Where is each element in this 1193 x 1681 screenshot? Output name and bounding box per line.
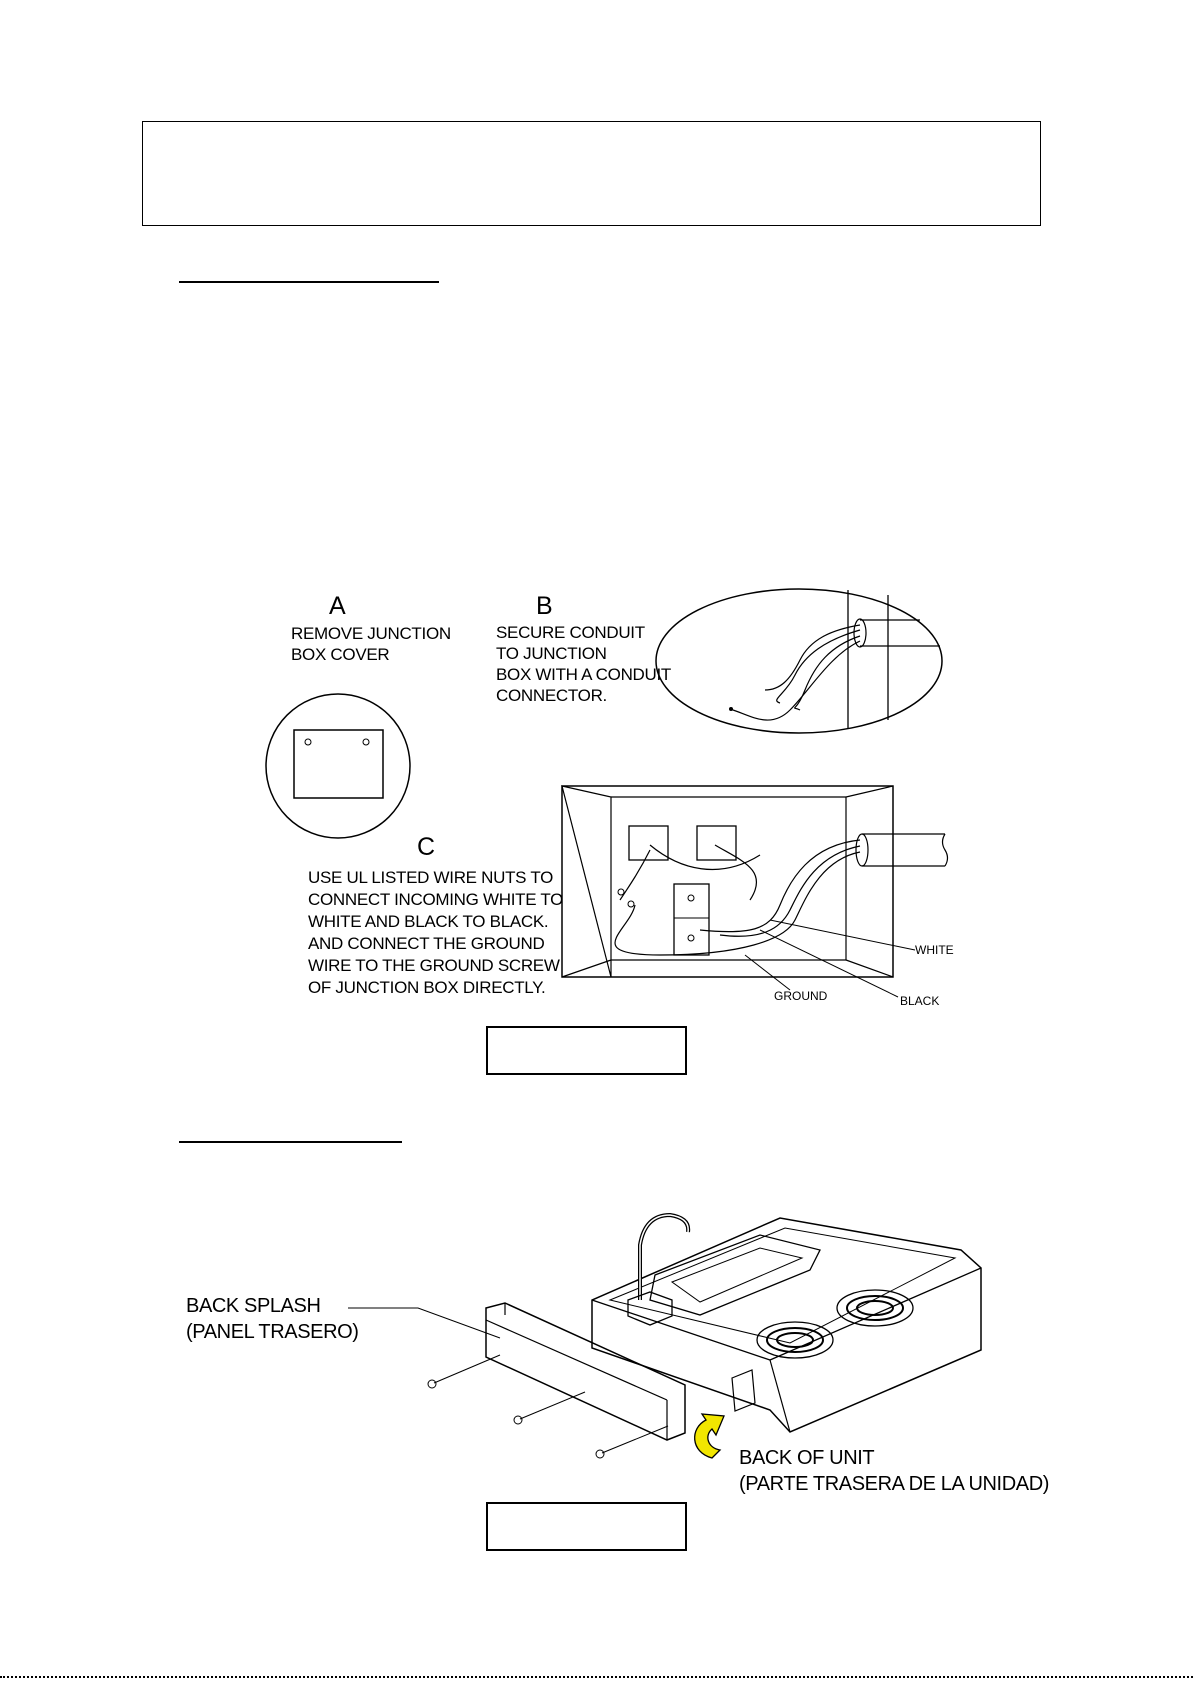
back-splash-label: BACK SPLASH (PANEL TRASERO) — [186, 1295, 359, 1343]
step-b-text: SECURE CONDUIT TO JUNCTION BOX WITH A CO… — [496, 623, 672, 705]
back-of-unit-label: BACK OF UNIT (PARTE TRASERA DE LA UNIDAD… — [739, 1447, 1049, 1495]
step-a-letter: A — [329, 592, 346, 620]
section-heading-rule-2 — [179, 1141, 402, 1143]
step-c-letter: C — [417, 833, 436, 861]
wire-white-label: WHITE — [915, 943, 954, 957]
step-b-letter: B — [536, 592, 553, 620]
section-heading-rule-1 — [179, 281, 439, 283]
figure-caption-box-2 — [486, 1502, 687, 1551]
figure-caption-box-1 — [486, 1026, 687, 1075]
step-a-text: REMOVE JUNCTION BOX COVER — [291, 624, 451, 664]
notice-box — [142, 121, 1041, 226]
wire-ground-label: GROUND — [774, 989, 828, 1003]
wire-black-label: BLACK — [900, 994, 940, 1008]
step-c-text: USE UL LISTED WIRE NUTS TO CONNECT INCOM… — [308, 868, 564, 997]
page-bottom-dotted-line — [0, 1676, 1193, 1678]
